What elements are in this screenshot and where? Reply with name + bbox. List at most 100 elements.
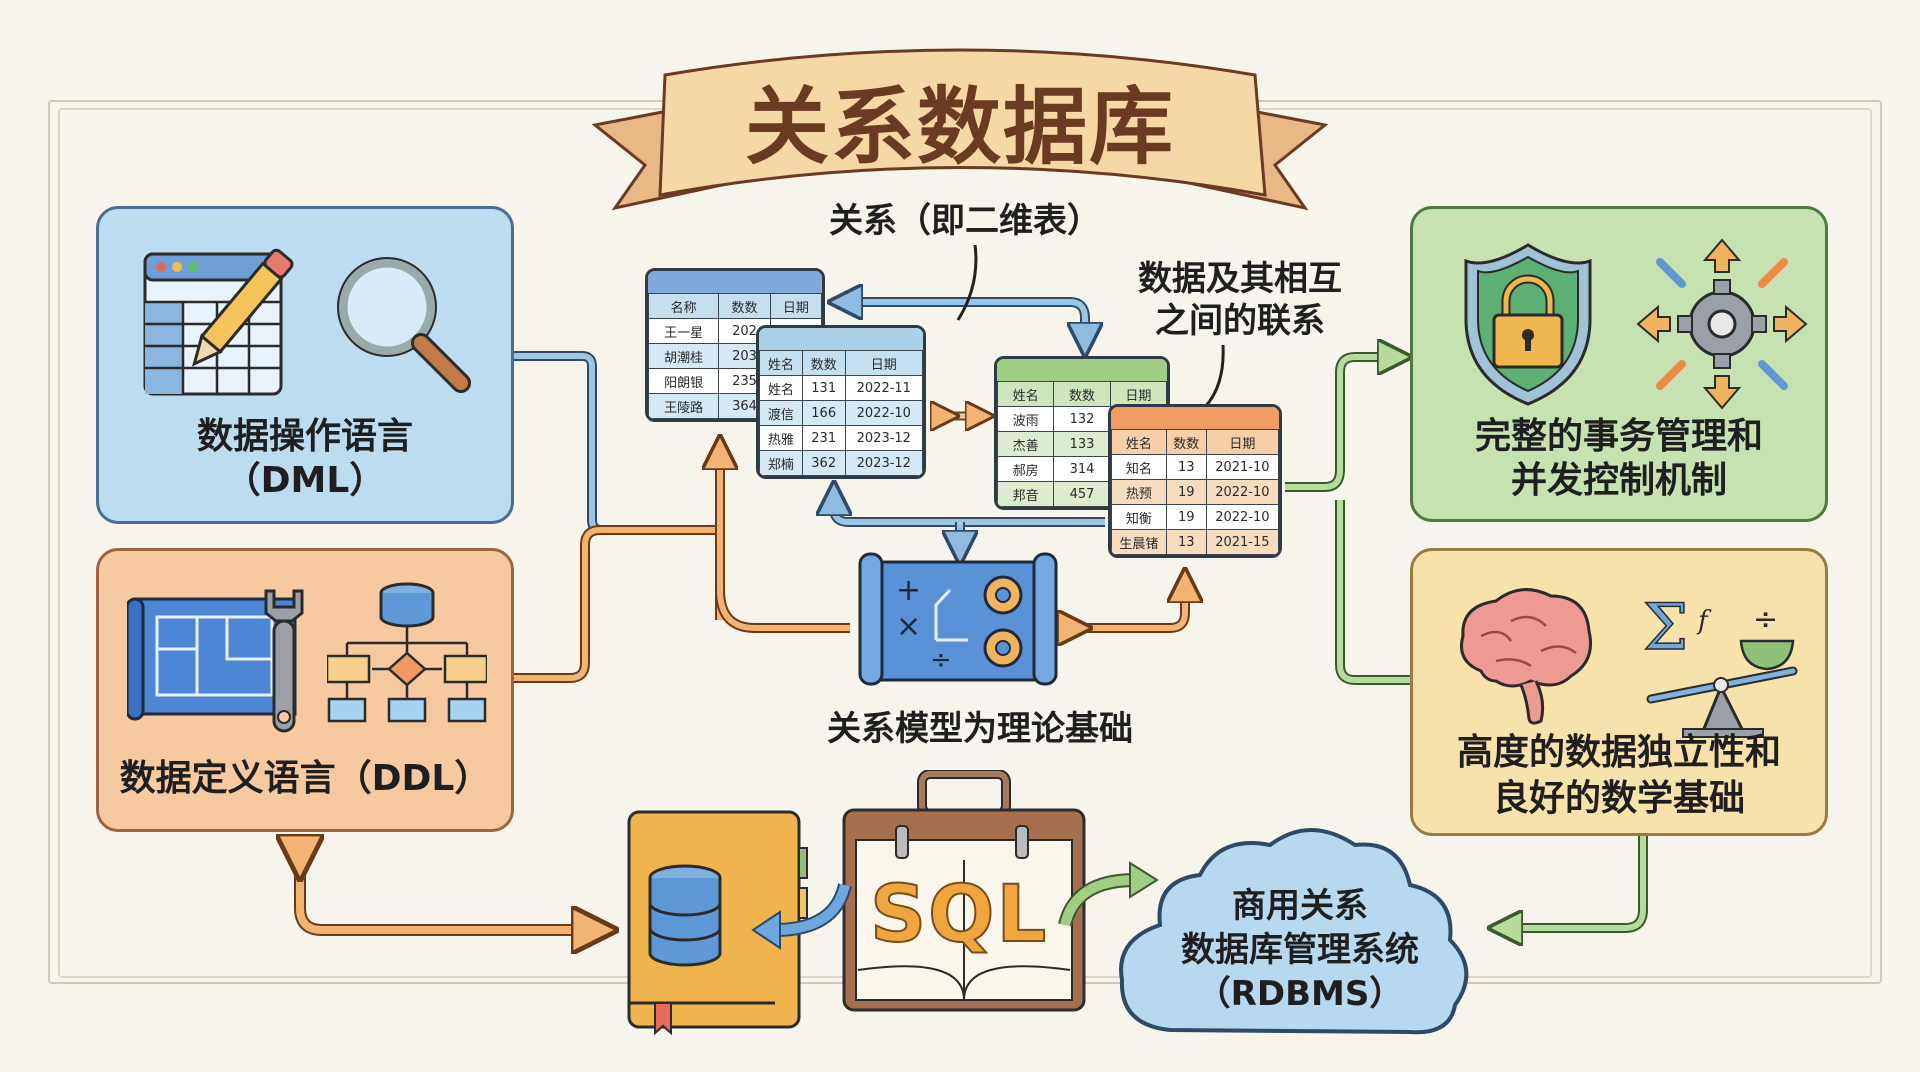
table-cell: 胡潮桂	[648, 343, 720, 369]
table-cell: 457	[1053, 481, 1111, 507]
dml-connector	[507, 351, 607, 535]
spreadsheet-edit-icon	[143, 248, 294, 396]
table-header: 姓名	[1111, 429, 1167, 455]
table-cell: 热预	[1111, 479, 1167, 505]
table-cell: 314	[1053, 456, 1111, 482]
table-header: 姓名	[759, 350, 803, 376]
table-cell: 2022-10	[1205, 504, 1279, 530]
table-cell: 13	[1165, 529, 1207, 555]
gear-arrows-icon	[1636, 238, 1808, 410]
table-cell: 131	[801, 375, 846, 401]
to-rdbms-arrow	[1500, 835, 1648, 933]
table-cell: 2022-11	[844, 375, 923, 401]
table-cell: 知衡	[1111, 504, 1167, 530]
dml-title: 数据操作语言	[196, 416, 413, 457]
table-cell: 19	[1165, 479, 1207, 505]
table-header: 数数	[801, 350, 846, 376]
ddl-box: 数据定义语言（DDL）	[96, 548, 514, 832]
table-header: 日期	[1205, 429, 1279, 455]
dml-box: 数据操作语言 （DML）	[96, 206, 514, 524]
table-header: 数数	[1165, 429, 1207, 455]
independence-title-line2: 良好的数学基础	[1492, 778, 1745, 819]
data-relations-line2: 之间的联系	[1155, 301, 1325, 341]
svg-text:÷: ÷	[1753, 602, 1778, 637]
independence-title-line1: 高度的数据独立性和	[1456, 732, 1781, 773]
transactions-title-line2: 并发控制机制	[1510, 460, 1727, 501]
table-cell: 166	[801, 400, 846, 426]
table-cell: 姓名	[759, 375, 803, 401]
table-cell: 2022-10	[844, 400, 923, 426]
table-cell: 2021-15	[1205, 529, 1279, 555]
transactions-title-line1: 完整的事务管理和	[1474, 416, 1763, 457]
data-relations-line1: 数据及其相互	[1138, 259, 1342, 299]
svg-text:+: +	[896, 573, 921, 608]
rdbms-line1: 商用关系	[1232, 886, 1368, 926]
brain-icon	[1460, 588, 1592, 725]
table-cell: 波雨	[997, 406, 1055, 432]
table-header: 数数	[718, 293, 771, 319]
table-cell: 杰善	[997, 431, 1055, 457]
table-cell: 2021-10	[1205, 454, 1279, 480]
table-cell: 渡信	[759, 400, 803, 426]
math-blueprint-icon: + × ÷	[858, 552, 1058, 686]
table-cell: 362	[801, 450, 846, 476]
table-header: 日期	[844, 350, 923, 376]
svg-text:×: ×	[896, 609, 921, 644]
table-header: 日期	[1109, 381, 1167, 407]
table-header: 名称	[648, 293, 720, 319]
rdbms-label: 商用关系 数据库管理系统 （RDBMS）	[1140, 884, 1460, 1016]
svg-text:÷: ÷	[930, 645, 952, 675]
table-cell: 132	[1053, 406, 1111, 432]
table-cell: 知名	[1111, 454, 1167, 480]
data-relations-pointer	[1203, 345, 1225, 409]
dml-abbr: （DML）	[224, 460, 386, 501]
svg-text:Σ: Σ	[1643, 591, 1688, 665]
table-cell: 王一星	[648, 318, 720, 344]
flowchart-icon	[327, 582, 487, 723]
table-cell: 133	[1053, 431, 1111, 457]
title-banner	[591, 48, 1329, 211]
table-cell: 2022-10	[1205, 479, 1279, 505]
page-title: 关系数据库	[744, 78, 1175, 176]
table-cell: 邦音	[997, 481, 1055, 507]
independence-box: Σ f ÷ 高度的数据独立性和 良好的数学基础	[1410, 548, 1828, 836]
table-cell: 生晨锗	[1111, 529, 1167, 555]
relation-pointer	[956, 245, 978, 321]
rdbms-line3: （RDBMS）	[1196, 974, 1404, 1014]
ddl-to-sql-arrow	[294, 855, 600, 936]
table-cell: 王陵路	[648, 393, 720, 419]
table-cell: 13	[1165, 454, 1207, 480]
ddl-title: 数据定义语言（DDL）	[119, 758, 491, 799]
table-cell: 郝房	[997, 456, 1055, 482]
relational-model-label: 关系模型为理论基础	[827, 709, 1133, 749]
blueprint-icon	[127, 597, 297, 721]
table-header: 日期	[769, 293, 822, 319]
table-header: 数数	[1053, 381, 1111, 407]
ddl-connector	[512, 525, 720, 683]
transactions-box: 完整的事务管理和 并发控制机制	[1410, 206, 1828, 522]
table-cell: 郑楠	[759, 450, 803, 476]
data-relations-annotation: 数据及其相互 之间的联系	[1110, 258, 1370, 342]
table-cell: 231	[801, 425, 846, 451]
table-cell: 19	[1165, 504, 1207, 530]
relation-annotation: 关系（即二维表）	[829, 201, 1101, 241]
model-to-table-arrow	[1075, 585, 1190, 633]
math-scale-icon: Σ f ÷	[1643, 590, 1798, 738]
shield-lock-icon	[1464, 243, 1592, 406]
wrench-icon	[264, 589, 304, 733]
table-header: 姓名	[997, 381, 1055, 407]
svg-text:f: f	[1696, 606, 1712, 636]
sql-to-rdbms-arrow	[1058, 861, 1159, 927]
sql-briefcase-icon	[842, 770, 1086, 1012]
table-cell: 阳朗银	[648, 368, 720, 394]
